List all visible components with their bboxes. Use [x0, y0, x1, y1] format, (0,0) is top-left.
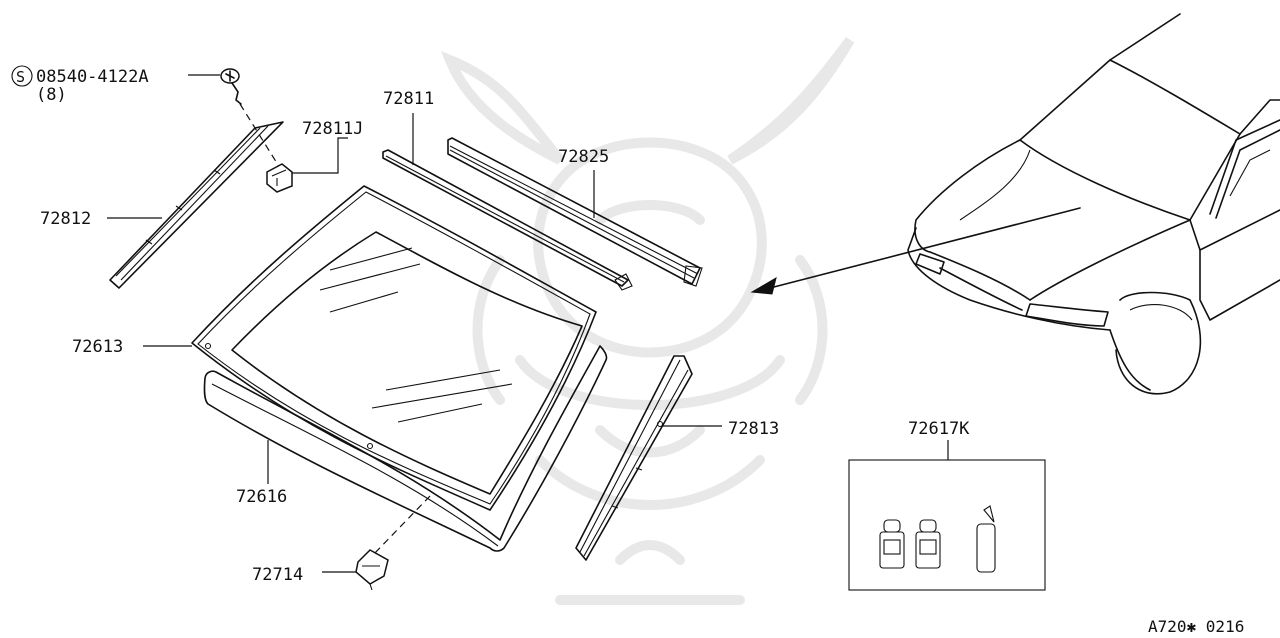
watermark-emblem-icon: [441, 36, 855, 605]
fastener-icon: [355, 549, 389, 591]
side-molding-left-label: 72812: [40, 209, 91, 229]
adhesive-bottle-icon: [915, 519, 941, 569]
side-molding-left: [109, 121, 284, 289]
primer-nozzle-icon: [976, 505, 996, 573]
adhesive-kit-label: 72617K: [908, 419, 970, 439]
upper-seal: [447, 137, 703, 287]
dam-rubber-label: 72616: [236, 487, 287, 507]
upper-molding-label: 72811: [383, 89, 434, 109]
molding-clip-label: 72811J: [302, 119, 363, 139]
bolt-icon: [220, 68, 281, 169]
adhesive-bottle-icon: [879, 519, 905, 569]
upper-molding: [382, 149, 633, 291]
bolt-symbol-label: S: [16, 68, 25, 86]
bolt-quantity: (8): [36, 85, 67, 105]
figure-code: A720✱ 0216: [1148, 617, 1244, 636]
bolt-callout: S 08540-4122A (8): [11, 65, 220, 105]
dam-rubber: [203, 345, 608, 552]
direction-arrow-icon: [750, 207, 1081, 295]
side-molding-right-label: 72813: [728, 419, 779, 439]
clip-icon: [266, 163, 293, 193]
windshield-glass-label: 72613: [72, 337, 123, 357]
side-molding-right: [575, 355, 693, 561]
adhesive-kit-box: [848, 459, 1046, 591]
bolt-part-number: 08540-4122A: [36, 67, 149, 87]
fastener-label: 72714: [252, 565, 303, 585]
standard-part-symbol-icon: [11, 65, 33, 87]
upper-seal-label: 72825: [558, 147, 609, 167]
vehicle-front-view-icon: [907, 13, 1280, 395]
